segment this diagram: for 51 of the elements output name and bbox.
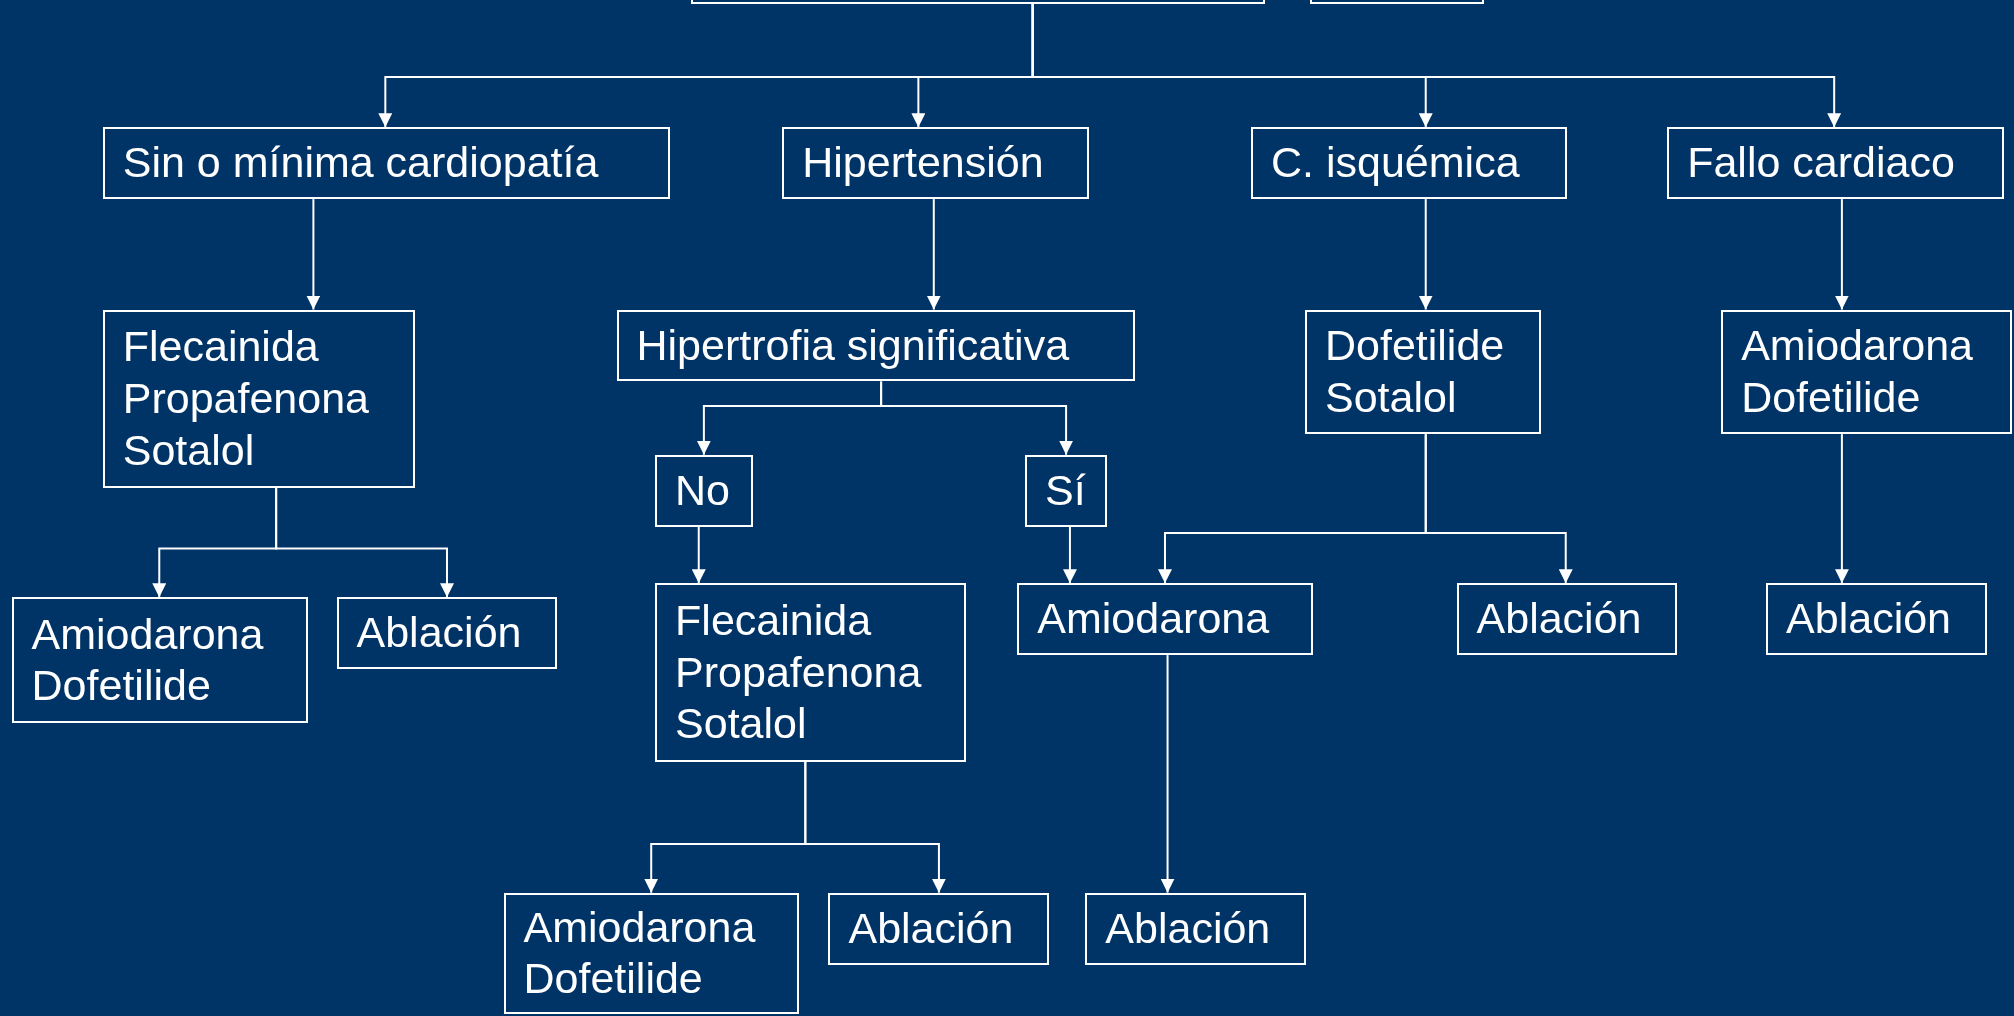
flow-box: [1085, 892, 1307, 965]
box-text: C. isquémica: [1271, 137, 1521, 189]
flow-box: [1305, 309, 1542, 435]
arrow: [1418, 198, 1433, 311]
flow-box: [1667, 127, 2004, 200]
box-text: Amiodarona: [1037, 593, 1271, 645]
box-text: Sí: [1044, 464, 1087, 516]
flow-box: [1024, 454, 1108, 527]
arrow: [275, 487, 454, 599]
box-text: Hipertrofia significativa: [636, 319, 1071, 371]
flow-box: [1766, 583, 1987, 656]
flow-box: [655, 454, 753, 527]
flow-box: [11, 597, 309, 724]
flow-box: [503, 892, 799, 1014]
box-text: Dofetilide Sotalol: [1325, 320, 1506, 423]
box-text: Ablación: [1105, 902, 1272, 954]
arrow: [926, 198, 941, 311]
box-text: Amiodarona Dofetilide: [1741, 320, 1974, 423]
arrow: [880, 380, 1074, 456]
arrow: [1031, 2, 1842, 129]
arrow: [306, 198, 321, 311]
flow-box: [336, 597, 558, 670]
flow-box: [655, 583, 966, 762]
box-text: Flecainida Propafenona Sotalol: [675, 595, 923, 750]
box-text: Hipertensión: [802, 137, 1045, 189]
box-text: Sin o mínima cardiopatía: [122, 137, 600, 189]
flow-box: [1017, 583, 1313, 656]
flow-box: [782, 127, 1090, 200]
arrow: [1160, 654, 1175, 894]
arrow: [804, 760, 946, 894]
box-text: Ablación: [356, 607, 523, 659]
box-text: Fallo cardiaco: [1687, 137, 1956, 189]
arrow: [1424, 433, 1573, 585]
flow-box: [102, 127, 671, 200]
box-text: Ablación: [1476, 593, 1643, 645]
arrow: [1834, 198, 1849, 311]
arrow: [1062, 525, 1077, 585]
flow-box: [828, 892, 1050, 965]
flow-box: [1721, 309, 2012, 435]
flow-box: [1456, 583, 1678, 656]
box-text: Amiodarona Dofetilide: [523, 901, 757, 1005]
flow-box: [1251, 127, 1567, 200]
box-text: Ablación: [848, 902, 1015, 954]
box-text: No: [675, 464, 732, 516]
flow-box: [616, 309, 1136, 382]
box-text: Flecainida Propafenona Sotalol: [122, 321, 370, 476]
arrow: [691, 525, 706, 585]
arrow: [1834, 433, 1849, 585]
flow-box: [102, 309, 415, 489]
box-text: Ablación: [1786, 593, 1953, 645]
box-text: Amiodarona Dofetilide: [31, 608, 265, 712]
